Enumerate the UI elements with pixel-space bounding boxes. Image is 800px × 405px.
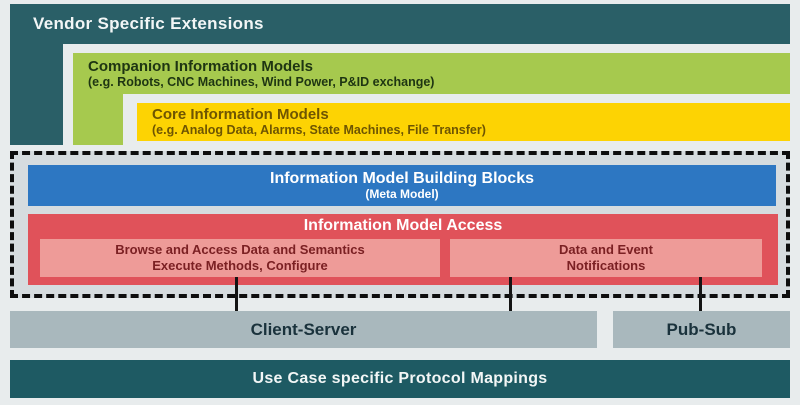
- protocol-mappings-layer: Use Case specific Protocol Mappings: [10, 360, 790, 398]
- connector-notifications-to-client-server: [509, 277, 512, 311]
- model-access-title: Information Model Access: [303, 217, 503, 234]
- pub-sub-box: Pub-Sub: [613, 311, 790, 348]
- protocol-mappings-title: Use Case specific Protocol Mappings: [252, 370, 548, 387]
- core-models-title: Core Information Models: [152, 106, 329, 123]
- building-blocks-title: Information Model Building Blocks: [270, 170, 534, 187]
- core-models-layer: Core Information Models (e.g. Analog Dat…: [137, 103, 790, 141]
- companion-models-layer: Companion Information Models (e.g. Robot…: [73, 53, 790, 94]
- core-models-examples: (e.g. Analog Data, Alarms, State Machine…: [152, 123, 486, 137]
- client-server-label: Client-Server: [250, 319, 357, 339]
- browse-access-block: Browse and Access Data and Semantics Exe…: [40, 239, 440, 277]
- data-event-line2: Notifications: [566, 258, 646, 273]
- vendor-extensions-title: Vendor Specific Extensions: [33, 14, 264, 33]
- data-event-block: Data and Event Notifications: [450, 239, 762, 277]
- vendor-extensions-layer: Vendor Specific Extensions: [10, 4, 790, 44]
- companion-models-examples: (e.g. Robots, CNC Machines, Wind Power, …: [88, 74, 435, 89]
- browse-access-line1: Browse and Access Data and Semantics: [115, 242, 365, 257]
- companion-models-title: Companion Information Models: [88, 57, 313, 75]
- connector-notifications-to-pub-sub: [699, 277, 702, 311]
- pub-sub-label: Pub-Sub: [666, 319, 737, 339]
- building-blocks-layer: Information Model Building Blocks (Meta …: [28, 165, 776, 206]
- data-event-line1: Data and Event: [559, 242, 653, 257]
- browse-access-line2: Execute Methods, Configure: [152, 258, 328, 273]
- building-blocks-subtitle: (Meta Model): [365, 187, 439, 201]
- connector-services-to-client-server: [235, 277, 238, 311]
- client-server-box: Client-Server: [10, 311, 597, 348]
